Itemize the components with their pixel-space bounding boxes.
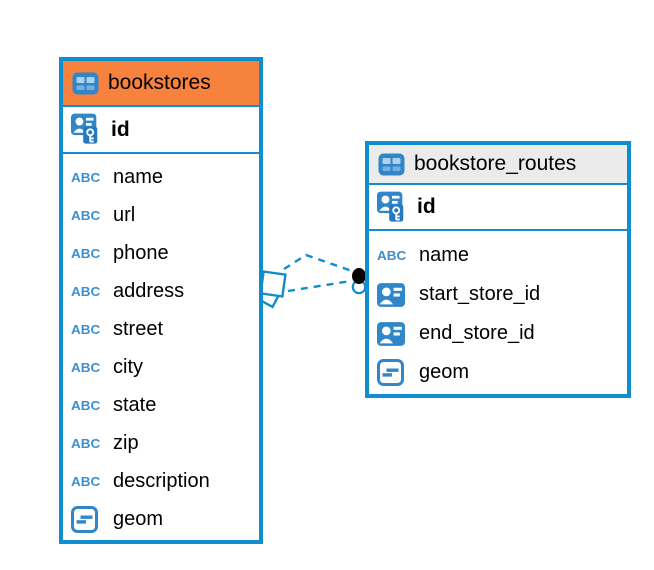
column-label: start_store_id <box>419 283 541 305</box>
column-list: ABC name start_store_id <box>369 231 627 394</box>
entity-bookstore-routes-header[interactable]: bookstore_routes <box>369 145 627 185</box>
entity-bookstores[interactable]: bookstores id A <box>59 57 263 544</box>
table-icon <box>378 153 405 176</box>
column-row[interactable]: ABC state <box>63 386 259 424</box>
relationship-dot-marker <box>351 268 367 295</box>
column-row[interactable]: ABC zip <box>63 424 259 462</box>
column-label: description <box>113 469 210 492</box>
column-row[interactable]: ABC phone <box>63 235 259 273</box>
geometry-type-icon <box>377 359 410 386</box>
relationship-line-upper[interactable] <box>283 253 353 273</box>
text-type-icon: ABC <box>71 170 101 186</box>
geometry-type-icon <box>71 505 104 533</box>
column-row[interactable]: end_store_id <box>369 314 627 353</box>
column-label: geom <box>113 507 164 530</box>
column-row[interactable]: ABC url <box>63 197 259 235</box>
entity-title: bookstore_routes <box>414 152 577 175</box>
column-list: ABC name ABC url ABC phone ABC address A… <box>63 154 259 540</box>
table-icon <box>72 72 99 95</box>
text-type-icon: ABC <box>71 436 101 451</box>
column-label: phone <box>113 242 169 265</box>
text-type-icon: ABC <box>71 246 101 261</box>
text-type-icon: ABC <box>71 284 101 299</box>
column-label: name <box>113 166 164 189</box>
primary-key-icon <box>71 113 101 146</box>
column-row[interactable]: ABC street <box>63 311 259 349</box>
column-label: id <box>417 195 436 218</box>
text-type-icon: ABC <box>71 322 101 337</box>
text-type-icon: ABC <box>71 208 101 223</box>
column-row[interactable]: ABC address <box>63 273 259 311</box>
id-reference-type-icon <box>377 321 410 346</box>
column-row[interactable]: ABC city <box>63 349 259 387</box>
column-label: name <box>419 244 470 266</box>
column-label: end_store_id <box>419 322 535 344</box>
relationship-line-lower[interactable] <box>287 279 352 293</box>
column-row-pk[interactable]: id <box>369 185 627 231</box>
column-label: url <box>113 204 136 227</box>
primary-key-icon <box>377 191 407 224</box>
column-row[interactable]: start_store_id <box>369 275 627 314</box>
column-label: id <box>111 117 130 141</box>
column-label: geom <box>419 361 470 383</box>
column-label: address <box>113 280 185 303</box>
column-row-pk[interactable]: id <box>63 107 259 154</box>
entity-bookstores-header[interactable]: bookstores <box>63 61 259 107</box>
text-type-icon: ABC <box>71 360 101 375</box>
id-reference-type-icon <box>377 282 410 307</box>
column-row[interactable]: ABC name <box>369 236 627 275</box>
text-type-icon: ABC <box>377 248 407 263</box>
text-type-icon: ABC <box>71 398 101 413</box>
column-label: zip <box>113 431 139 454</box>
column-row[interactable]: ABC description <box>63 462 259 500</box>
column-label: state <box>113 393 157 416</box>
column-row[interactable]: ABC name <box>63 159 259 197</box>
column-row[interactable]: geom <box>369 353 627 392</box>
column-label: street <box>113 318 164 341</box>
entity-title: bookstores <box>108 71 211 94</box>
column-label: city <box>113 355 143 378</box>
text-type-icon: ABC <box>71 474 101 489</box>
entity-bookstore-routes[interactable]: bookstore_routes id <box>365 141 631 398</box>
column-row[interactable]: geom <box>63 500 259 538</box>
